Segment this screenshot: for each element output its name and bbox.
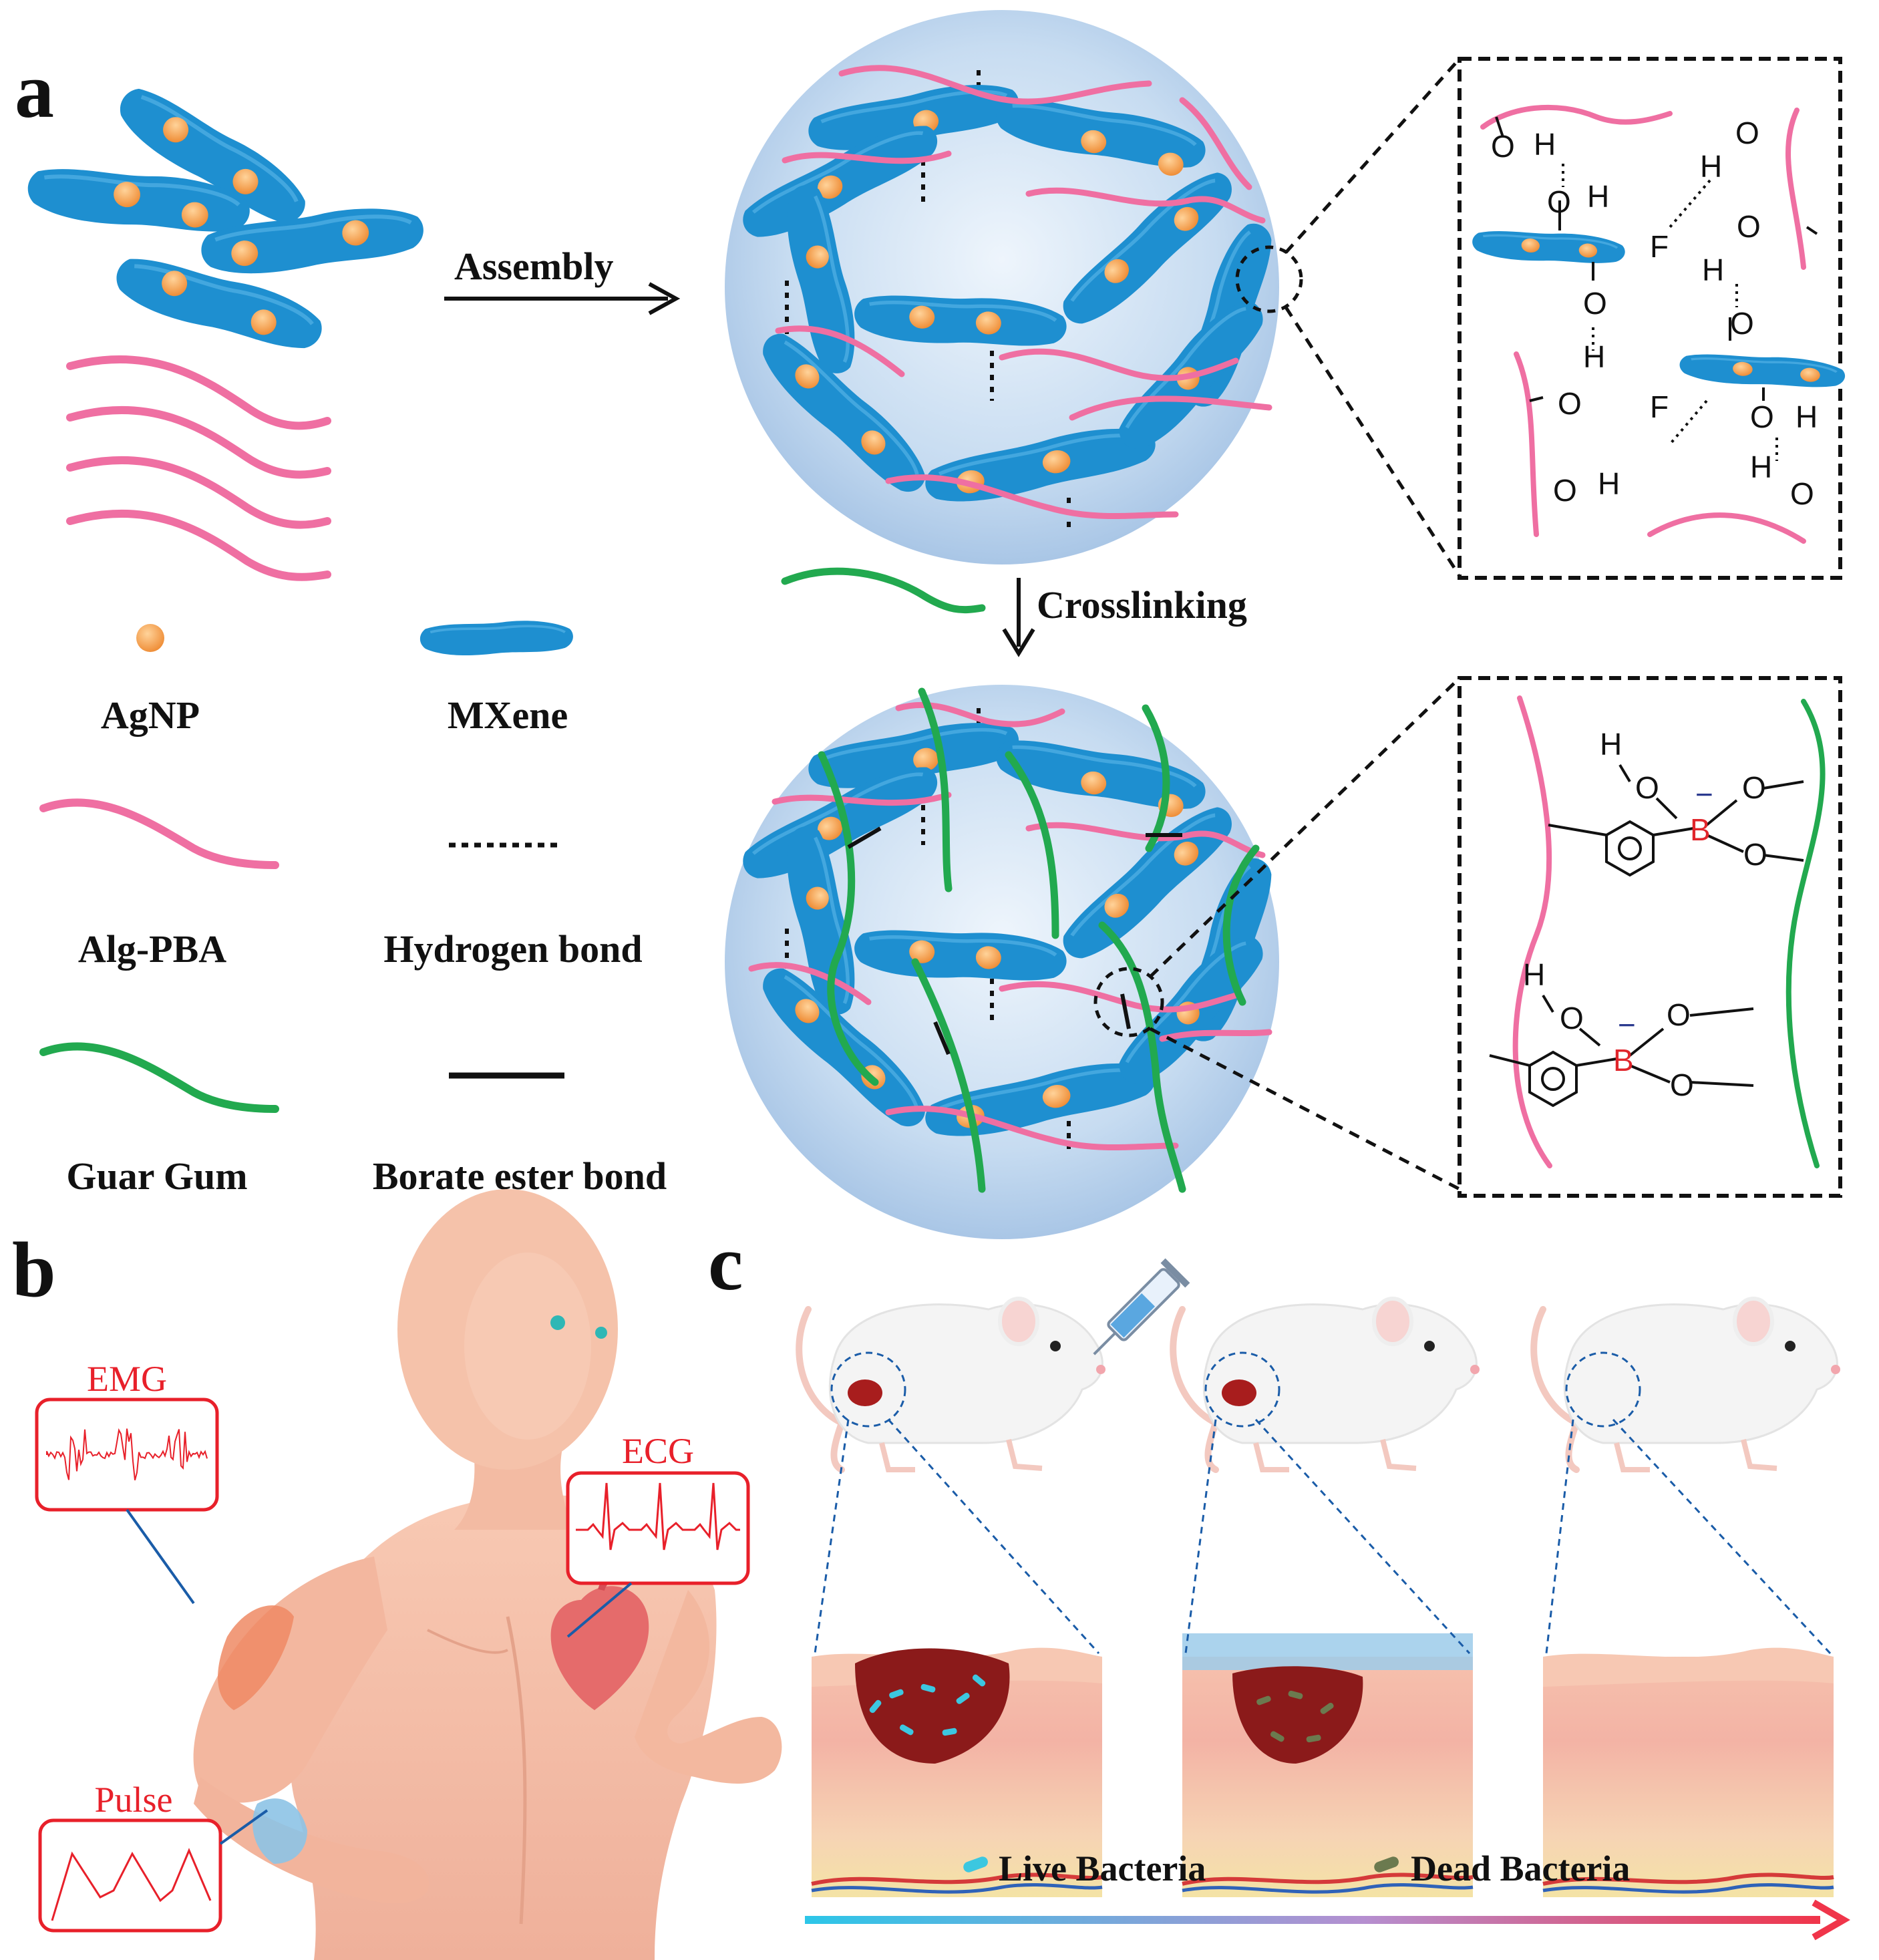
zoom-box-hydrogen-bond: O H O H F H O O H O O H O F O H H O H O — [1460, 59, 1846, 578]
svg-text:H: H — [1583, 339, 1605, 374]
svg-text:H: H — [1587, 179, 1609, 214]
svg-text:H: H — [1523, 957, 1545, 992]
mxene-legend-icon — [420, 621, 573, 655]
crosslinking-label: Crosslinking — [1037, 583, 1247, 627]
legend-guar-gum: Guar Gum — [66, 1154, 247, 1198]
svg-text:O: O — [1742, 770, 1766, 805]
guar-gum-legend-icon — [43, 1046, 275, 1109]
svg-text:O: O — [1730, 306, 1754, 341]
legend-mxene: MXene — [448, 693, 568, 737]
svg-text:O: O — [1670, 1068, 1694, 1102]
svg-text:H: H — [1750, 450, 1772, 484]
mouse — [1173, 1299, 1480, 1470]
panel-label-c: c — [708, 1219, 743, 1307]
svg-text:H: H — [1598, 466, 1620, 501]
emg-label: EMG — [87, 1359, 167, 1399]
svg-text:O: O — [1737, 209, 1761, 244]
dead-bacteria-label: Dead Bacteria — [1411, 1848, 1630, 1889]
hydrogel-dressing — [1182, 1633, 1473, 1670]
eye — [595, 1327, 607, 1339]
svg-text:H: H — [1600, 727, 1622, 762]
network-sphere-crosslinked — [725, 685, 1285, 1239]
svg-text:O: O — [1583, 286, 1607, 321]
eye — [550, 1315, 565, 1330]
svg-text:F: F — [1650, 389, 1669, 424]
assembly-label: Assembly — [454, 244, 613, 288]
agnp-legend-icon — [136, 624, 164, 652]
svg-text:O: O — [1553, 473, 1577, 508]
network-sphere-assembled — [725, 10, 1301, 564]
svg-text:−: − — [1695, 777, 1713, 812]
legend: AgNP MXene Alg-PBA Hydrogen bond Guar Gu… — [43, 621, 667, 1198]
alg-pba-legend-icon — [43, 802, 275, 865]
svg-text:H: H — [1796, 399, 1818, 434]
svg-text:O: O — [1547, 184, 1571, 219]
emg-signal: EMG — [37, 1359, 217, 1603]
svg-text:H: H — [1534, 127, 1556, 162]
svg-text:F: F — [1650, 229, 1669, 264]
crosslinking-arrow: Crosslinking — [785, 571, 1247, 653]
guar-gum-chain — [785, 571, 982, 609]
mice-row — [799, 1299, 1840, 1470]
svg-text:O: O — [1491, 129, 1515, 164]
live-bacteria-label: Live Bacteria — [999, 1848, 1206, 1889]
boron-atom: B — [1613, 1043, 1634, 1078]
svg-text:O: O — [1735, 116, 1759, 150]
panel-label-a: a — [15, 47, 54, 134]
svg-text:O: O — [1558, 386, 1582, 421]
svg-text:H: H — [1700, 149, 1722, 184]
svg-text:O: O — [1560, 1001, 1584, 1035]
mxene-cluster — [24, 73, 425, 363]
zoom-box-borate-ester: H O B − O O H O B − O O — [1460, 678, 1840, 1196]
mouse-wound — [1222, 1379, 1256, 1406]
svg-text:O: O — [1750, 399, 1774, 434]
svg-text:−: − — [1618, 1007, 1636, 1042]
zoom-lines-3 — [815, 1420, 1830, 1653]
svg-text:O: O — [1790, 476, 1814, 511]
svg-text:H: H — [1702, 253, 1724, 287]
boron-atom: B — [1690, 812, 1711, 847]
healing-progress-arrow — [805, 1903, 1844, 1937]
legend-agnp: AgNP — [101, 693, 200, 737]
pulse-label: Pulse — [94, 1780, 172, 1820]
assembly-arrow: Assembly — [444, 244, 676, 313]
alg-pba-chains — [70, 359, 327, 577]
mouse — [1534, 1299, 1840, 1470]
zoom-lines-1 — [1286, 59, 1460, 576]
legend-alg-pba: Alg-PBA — [78, 927, 226, 971]
svg-text:O: O — [1635, 770, 1659, 805]
ecg-label: ECG — [622, 1431, 694, 1471]
panel-label-b: b — [12, 1226, 56, 1313]
mouse-wound — [848, 1379, 882, 1406]
svg-text:O: O — [1743, 837, 1767, 872]
legend-hydrogen-bond: Hydrogen bond — [383, 927, 642, 971]
svg-text:O: O — [1667, 997, 1691, 1032]
